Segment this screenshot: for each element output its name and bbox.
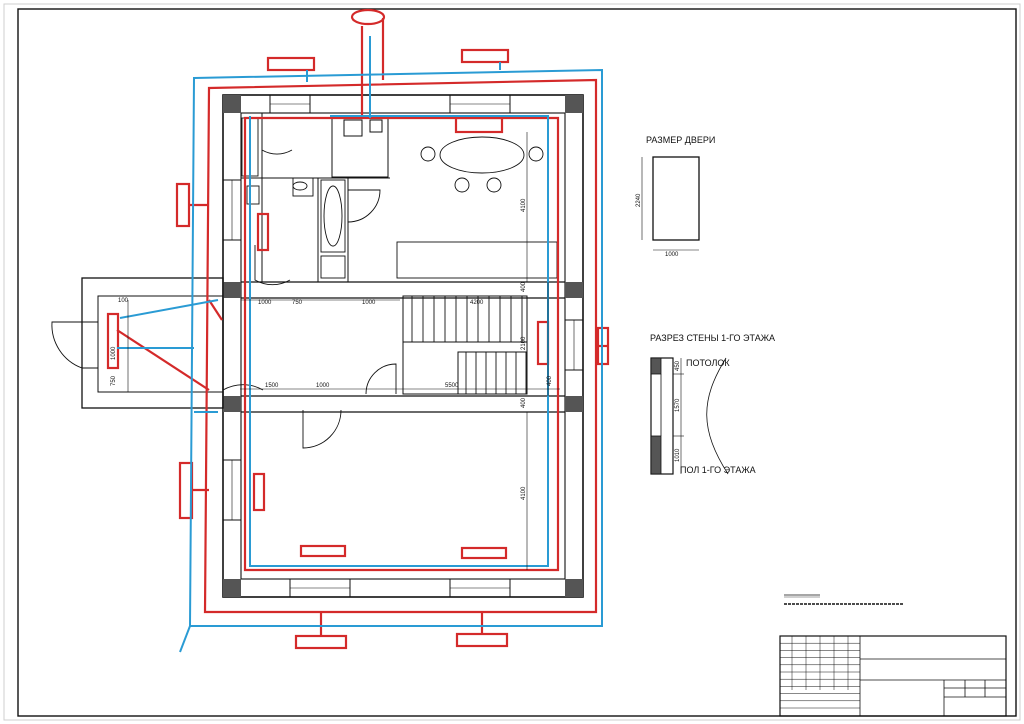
dim-1500: 1500 [265, 383, 279, 389]
dim-4100-top: 4100 [521, 198, 527, 212]
stair-treads [411, 296, 527, 394]
sheet-outer-border [3, 3, 1021, 721]
door-size-detail: РАЗМЕР ДВЕРИ 2240 1000 [636, 135, 715, 258]
dim-1000-vert: 1000 [111, 346, 117, 360]
door-swings [51, 120, 397, 449]
wall-dim-mid: 1570 [675, 398, 681, 412]
dim-1000-a: 1000 [258, 300, 272, 306]
dim-2100: 2100 [521, 336, 527, 350]
wall-dim-bottom: 1010 [675, 448, 681, 462]
dim-400-b: 400 [547, 375, 553, 386]
door-width-label: 1000 [665, 252, 679, 258]
heating-system [106, 8, 610, 650]
door-size-rect [652, 156, 700, 241]
wall-section-detail: РАЗРЕЗ СТЕНЫ 1-ГО ЭТАЖА 450 1570 1010 ПО… [650, 333, 775, 475]
dim-750-a: 750 [292, 300, 303, 306]
wall-dim-top: 450 [675, 360, 681, 371]
dimension-lines [127, 132, 560, 570]
door-size-title: РАЗМЕР ДВЕРИ [646, 135, 715, 145]
door-height-label: 2240 [636, 193, 642, 207]
water-supply-system [117, 36, 603, 653]
dim-4200: 4200 [470, 300, 484, 306]
building-walls [81, 94, 584, 598]
dim-4100-bottom: 4100 [521, 486, 527, 500]
ceiling-label: ПОТОЛОК [686, 358, 730, 368]
dimension-labels: 100 1000 750 1000 4200 1000 750 1500 100… [111, 198, 553, 500]
floor-label: ПОЛ 1-ГО ЭТАЖА [680, 465, 756, 475]
dim-400-a: 400 [521, 281, 527, 292]
furniture [241, 117, 558, 279]
dim-1000-c: 1000 [316, 383, 330, 389]
wall-section-title: РАЗРЕЗ СТЕНЫ 1-ГО ЭТАЖА [650, 333, 775, 343]
notes-block [784, 594, 904, 605]
sheet-frame [17, 8, 1017, 717]
title-block [779, 635, 1007, 717]
dim-400-c: 400 [521, 397, 527, 408]
dim-5500: 5500 [445, 383, 459, 389]
dim-750-vert: 750 [111, 375, 117, 386]
dim-100: 100 [118, 298, 129, 304]
dim-1000-b: 1000 [362, 300, 376, 306]
